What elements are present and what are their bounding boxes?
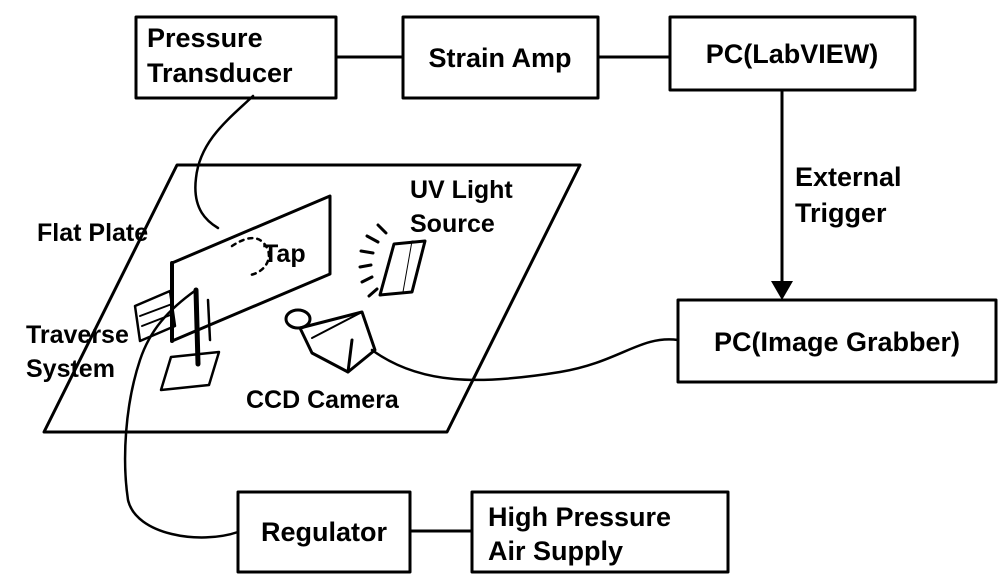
- high-pressure-air-label-line1: High Pressure: [488, 502, 671, 532]
- regulator-label: Regulator: [261, 517, 388, 547]
- high-pressure-air-supply-box: High Pressure Air Supply: [470, 490, 730, 574]
- external-trigger-label-line2: Trigger: [795, 198, 887, 228]
- traverse-support: [159, 287, 221, 392]
- pc-image-grabber-box: PC(Image Grabber): [676, 298, 998, 384]
- traverse-label-line1: Traverse: [26, 321, 129, 349]
- external-trigger-arrow: [771, 88, 793, 300]
- pressure-transducer-label-line2: Transducer: [147, 58, 293, 88]
- air-supply-line: [123, 288, 240, 539]
- transducer-tube: [194, 94, 255, 230]
- pc-image-grabber-label: PC(Image Grabber): [714, 327, 960, 357]
- uv-light-label-line2: Source: [410, 210, 495, 238]
- traverse-label-line2: System: [26, 355, 115, 383]
- camera-cable: [370, 338, 680, 382]
- flat-plate-label: Flat Plate: [37, 219, 148, 247]
- uv-light-source-icon: [358, 223, 427, 298]
- tap-label: Tap: [263, 240, 306, 268]
- pc-labview-label: PC(LabVIEW): [706, 39, 879, 69]
- uv-light-label-line1: UV Light: [410, 176, 513, 204]
- pressure-transducer-box: Pressure Transducer: [134, 15, 338, 100]
- regulator-box: Regulator: [236, 490, 412, 574]
- test-section-plate: [42, 163, 582, 434]
- strain-amp-label: Strain Amp: [428, 43, 571, 73]
- traverse-system-base: [133, 289, 177, 343]
- external-trigger-label-line1: External: [795, 162, 902, 192]
- pressure-transducer-label-line1: Pressure: [147, 23, 263, 53]
- ccd-camera-label: CCD Camera: [246, 386, 400, 414]
- ccd-camera-icon: [284, 308, 377, 374]
- pc-labview-box: PC(LabVIEW): [668, 15, 917, 92]
- high-pressure-air-label-line2: Air Supply: [488, 536, 623, 566]
- strain-amp-box: Strain Amp: [401, 15, 600, 100]
- tap-indicator: [230, 237, 271, 277]
